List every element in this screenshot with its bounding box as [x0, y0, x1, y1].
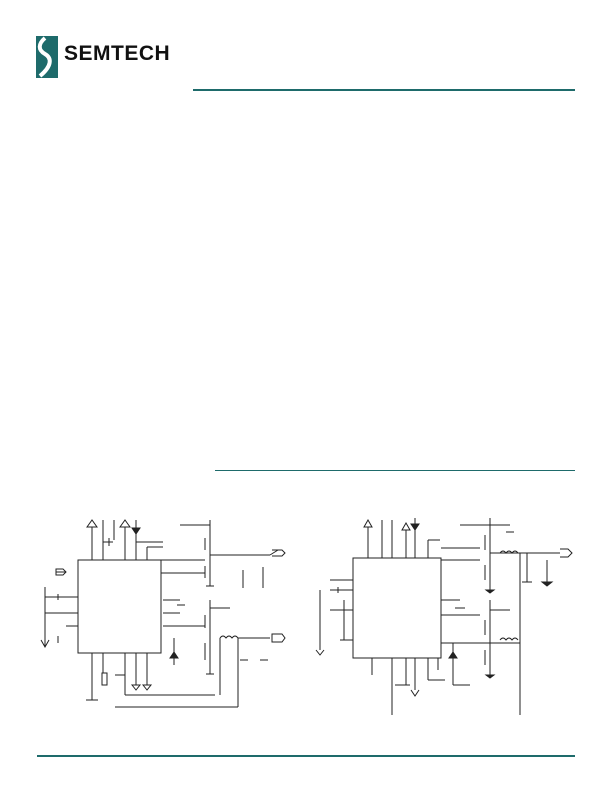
circuit-diagram-right [315, 518, 573, 715]
section-rule [215, 470, 575, 471]
semtech-logo-icon [36, 36, 58, 78]
circuit-diagram-left [40, 519, 286, 708]
brand-name: SEMTECH [64, 42, 171, 65]
footer-rule [37, 755, 575, 757]
header-rule [193, 89, 575, 91]
